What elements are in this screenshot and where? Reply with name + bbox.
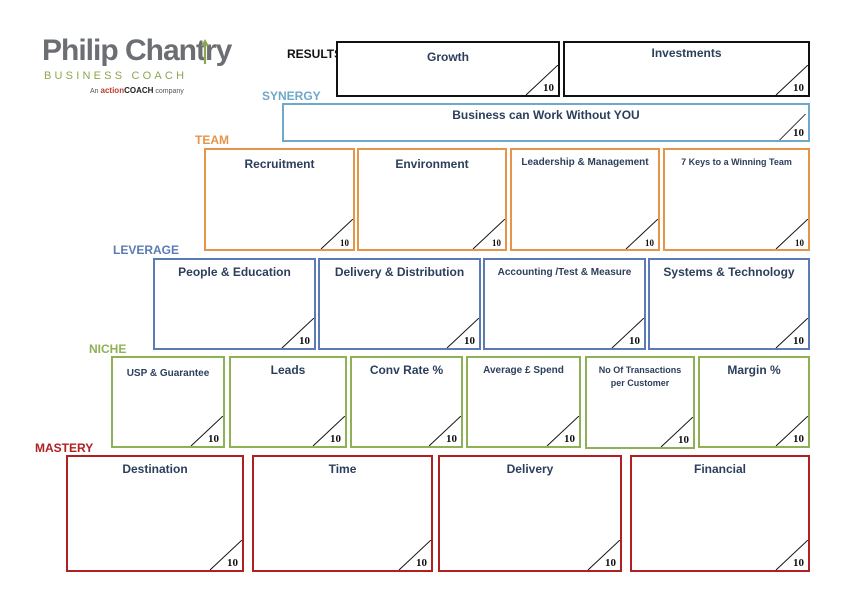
score-corner-icon [611, 318, 644, 348]
leverage-box-systems-technology[interactable]: Systems & Technology 10 [648, 258, 810, 350]
box-title: Leads [270, 363, 306, 377]
mastery-box-delivery[interactable]: Delivery 10 [438, 455, 622, 572]
score-corner-icon [312, 416, 345, 446]
niche-box-leads[interactable]: Leads 10 [229, 356, 347, 448]
box-title: USP & Guarantee [126, 368, 210, 379]
score-corner-icon [281, 318, 314, 348]
box-score: 10 [330, 433, 341, 445]
leverage-box-delivery-distribution[interactable]: Delivery & Distribution 10 [318, 258, 481, 350]
score-corner-icon [398, 540, 431, 570]
box-score: 10 [208, 433, 219, 445]
box-title: No Of Transactions per Customer [598, 365, 682, 388]
score-corner-icon [428, 416, 461, 446]
box-title: Margin % [727, 363, 781, 377]
mastery-box-financial[interactable]: Financial 10 [630, 455, 810, 572]
box-score: 10 [564, 433, 575, 445]
box-score: 10 [299, 335, 310, 347]
label-results: RESULTS [287, 47, 343, 61]
box-score: 10 [795, 238, 804, 248]
box-score: 10 [543, 82, 554, 94]
box-title: Business can Work Without YOU [452, 108, 640, 122]
box-title: Growth [427, 50, 469, 64]
box-score: 10 [645, 238, 654, 248]
box-title: Investments [651, 46, 722, 60]
score-corner-icon [775, 540, 808, 570]
leverage-box-accounting[interactable]: Accounting /Test & Measure 10 [483, 258, 646, 350]
box-score: 10 [446, 433, 457, 445]
box-score: 10 [605, 557, 616, 569]
label-mastery: MASTERY [35, 441, 94, 455]
box-score: 10 [464, 335, 475, 347]
score-corner-icon [775, 318, 808, 348]
results-box-growth[interactable]: Growth 10 [336, 41, 560, 97]
score-corner-icon [779, 114, 806, 140]
team-box-recruitment[interactable]: Recruitment 10 [204, 148, 355, 251]
logo-subtitle: BUSINESS COACH [44, 70, 188, 82]
box-score: 10 [793, 82, 804, 94]
score-corner-icon [587, 540, 620, 570]
score-corner-icon [775, 416, 808, 446]
box-score: 10 [793, 335, 804, 347]
niche-box-average-spend[interactable]: Average £ Spend 10 [466, 356, 581, 448]
box-title: Recruitment [244, 157, 315, 171]
box-score: 10 [793, 557, 804, 569]
score-corner-icon [446, 318, 479, 348]
company-logo: Philip Chantry BUSINESS COACH An actionC… [42, 34, 232, 104]
box-title: Systems & Technology [663, 265, 795, 279]
box-title: People & Education [178, 265, 291, 279]
box-title: Accounting /Test & Measure [497, 267, 632, 278]
box-score: 10 [793, 127, 804, 139]
team-box-leadership[interactable]: Leadership & Management 10 [510, 148, 660, 251]
label-synergy: SYNERGY [262, 89, 321, 103]
label-team: TEAM [195, 133, 229, 147]
leverage-box-people-education[interactable]: People & Education 10 [153, 258, 316, 350]
niche-box-margin[interactable]: Margin % 10 [698, 356, 810, 448]
box-title: Leadership & Management [521, 157, 649, 168]
box-score: 10 [629, 335, 640, 347]
box-title: Delivery & Distribution [334, 265, 465, 279]
box-title: Average £ Spend [483, 365, 564, 376]
box-title: Environment [395, 157, 469, 171]
niche-box-conv-rate[interactable]: Conv Rate % 10 [350, 356, 463, 448]
box-title: Time [328, 462, 357, 476]
score-corner-icon [625, 219, 658, 249]
team-box-environment[interactable]: Environment 10 [357, 148, 507, 251]
score-corner-icon [209, 540, 242, 570]
score-corner-icon [775, 65, 808, 95]
logo-arrow-icon [201, 39, 209, 64]
box-title: Destination [122, 462, 188, 476]
box-score: 10 [340, 238, 349, 248]
logo-name: Philip Chantry [42, 34, 232, 67]
box-score: 10 [416, 557, 427, 569]
box-score: 10 [678, 434, 689, 446]
box-title: Conv Rate % [369, 363, 444, 377]
team-box-seven-keys[interactable]: 7 Keys to a Winning Team 10 [663, 148, 810, 251]
score-corner-icon [320, 219, 353, 249]
box-score: 10 [227, 557, 238, 569]
synergy-box-business-without-you[interactable]: Business can Work Without YOU 10 [282, 103, 810, 142]
score-corner-icon [660, 417, 693, 447]
niche-box-usp-guarantee[interactable]: USP & Guarantee 10 [111, 356, 225, 448]
score-corner-icon [472, 219, 505, 249]
box-title: 7 Keys to a Winning Team [681, 157, 792, 167]
mastery-box-time[interactable]: Time 10 [252, 455, 433, 572]
score-corner-icon [546, 416, 579, 446]
score-corner-icon [525, 65, 558, 95]
label-leverage: LEVERAGE [113, 243, 180, 257]
logo-tagline: An actionCOACH company [90, 86, 184, 95]
mastery-box-destination[interactable]: Destination 10 [66, 455, 244, 572]
score-corner-icon [190, 416, 223, 446]
box-title: Delivery [506, 462, 554, 476]
label-niche: NICHE [89, 342, 127, 356]
box-score: 10 [793, 433, 804, 445]
score-corner-icon [775, 219, 808, 249]
niche-box-transactions[interactable]: No Of Transactions per Customer 10 [585, 356, 695, 449]
box-title: Financial [693, 462, 746, 476]
box-score: 10 [492, 238, 501, 248]
results-box-investments[interactable]: Investments 10 [563, 41, 810, 97]
